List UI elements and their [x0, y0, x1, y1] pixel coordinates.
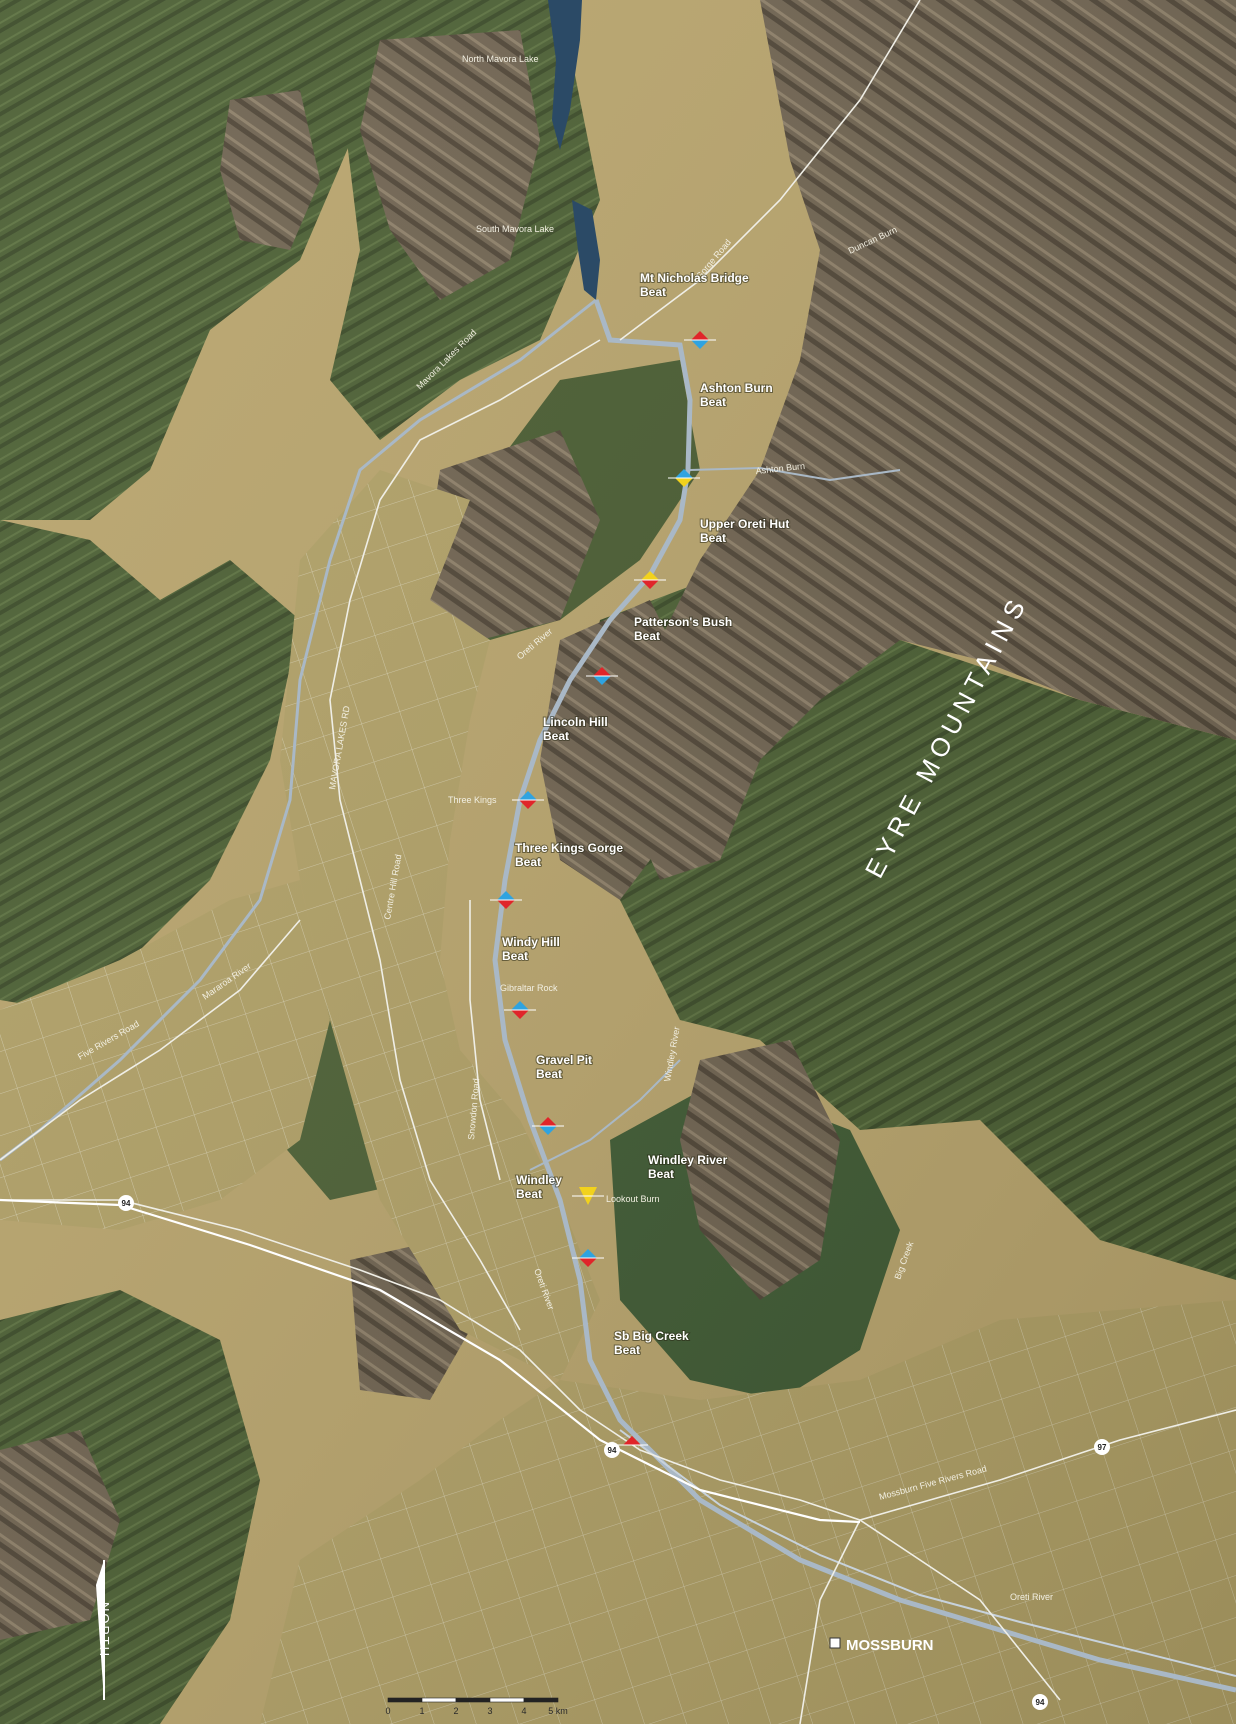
mossburn-town[interactable]: MOSSBURN — [829, 1637, 934, 1654]
beat-marker[interactable] — [504, 1001, 536, 1019]
oreti-river — [492, 299, 1236, 1693]
label-mossburn: MOSSBURN — [846, 1637, 934, 1654]
state-highway-94 — [0, 1198, 861, 1524]
ashton-burn — [689, 466, 901, 482]
scale-tick-label: 2 — [453, 1706, 458, 1716]
beat-marker[interactable] — [586, 667, 618, 685]
svg-text:94: 94 — [608, 1446, 617, 1455]
beat-marker[interactable] — [572, 1249, 604, 1267]
scale-segment — [523, 1697, 559, 1703]
beat-marker[interactable] — [616, 1436, 648, 1446]
scale-tick-label: 4 — [521, 1706, 526, 1716]
highway-shield-94-c: 94 — [1032, 1694, 1048, 1710]
beat-marker[interactable] — [684, 331, 716, 349]
scale-bar: 0 1 2 3 4 5 km — [385, 1697, 568, 1716]
scale-tick-label: 1 — [419, 1706, 424, 1716]
scale-segment — [387, 1697, 423, 1703]
label-south-mavora-lake: South Mavora Lake — [476, 224, 554, 234]
label-lookout-burn: Lookout Burn — [606, 1194, 660, 1204]
beat-marker[interactable] — [572, 1187, 604, 1205]
beat-marker[interactable] — [668, 469, 700, 487]
beat-marker[interactable] — [490, 891, 522, 909]
label-north-mavora-lake: North Mavora Lake — [462, 54, 539, 64]
mararoa-river — [0, 298, 597, 1162]
scale-tick-label: 0 — [385, 1706, 390, 1716]
label-oreti-river-3: Oreti River — [1010, 1592, 1053, 1602]
label-three-kings: Three Kings — [448, 795, 497, 805]
north-arrow: NORTH — [96, 1560, 112, 1700]
svg-text:97: 97 — [1098, 1443, 1107, 1452]
beat-marker[interactable] — [532, 1117, 564, 1135]
svg-text:94: 94 — [1036, 1698, 1045, 1707]
scale-segment — [489, 1697, 525, 1703]
scale-tick-label: 5 km — [548, 1706, 568, 1716]
scale-segment — [421, 1697, 457, 1703]
highway-shield-94-b: 94 — [604, 1442, 620, 1458]
highway-shield-97: 97 — [1094, 1439, 1110, 1455]
south-mavora-lake — [572, 200, 600, 300]
label-north: NORTH — [97, 1602, 112, 1658]
beat-markers — [490, 331, 716, 1446]
windley-river — [529, 1059, 681, 1171]
oreti-river-braid — [619, 1429, 1236, 1677]
label-gibraltar-rock: Gibraltar Rock — [500, 983, 558, 993]
highway-shield-94-a: 94 — [118, 1195, 134, 1211]
beat-marker[interactable] — [634, 571, 666, 589]
north-mavora-lake — [548, 0, 582, 150]
svg-text:94: 94 — [122, 1199, 131, 1208]
scale-tick-label: 3 — [487, 1706, 492, 1716]
beat-marker[interactable] — [512, 791, 544, 809]
scale-segment — [455, 1697, 491, 1703]
